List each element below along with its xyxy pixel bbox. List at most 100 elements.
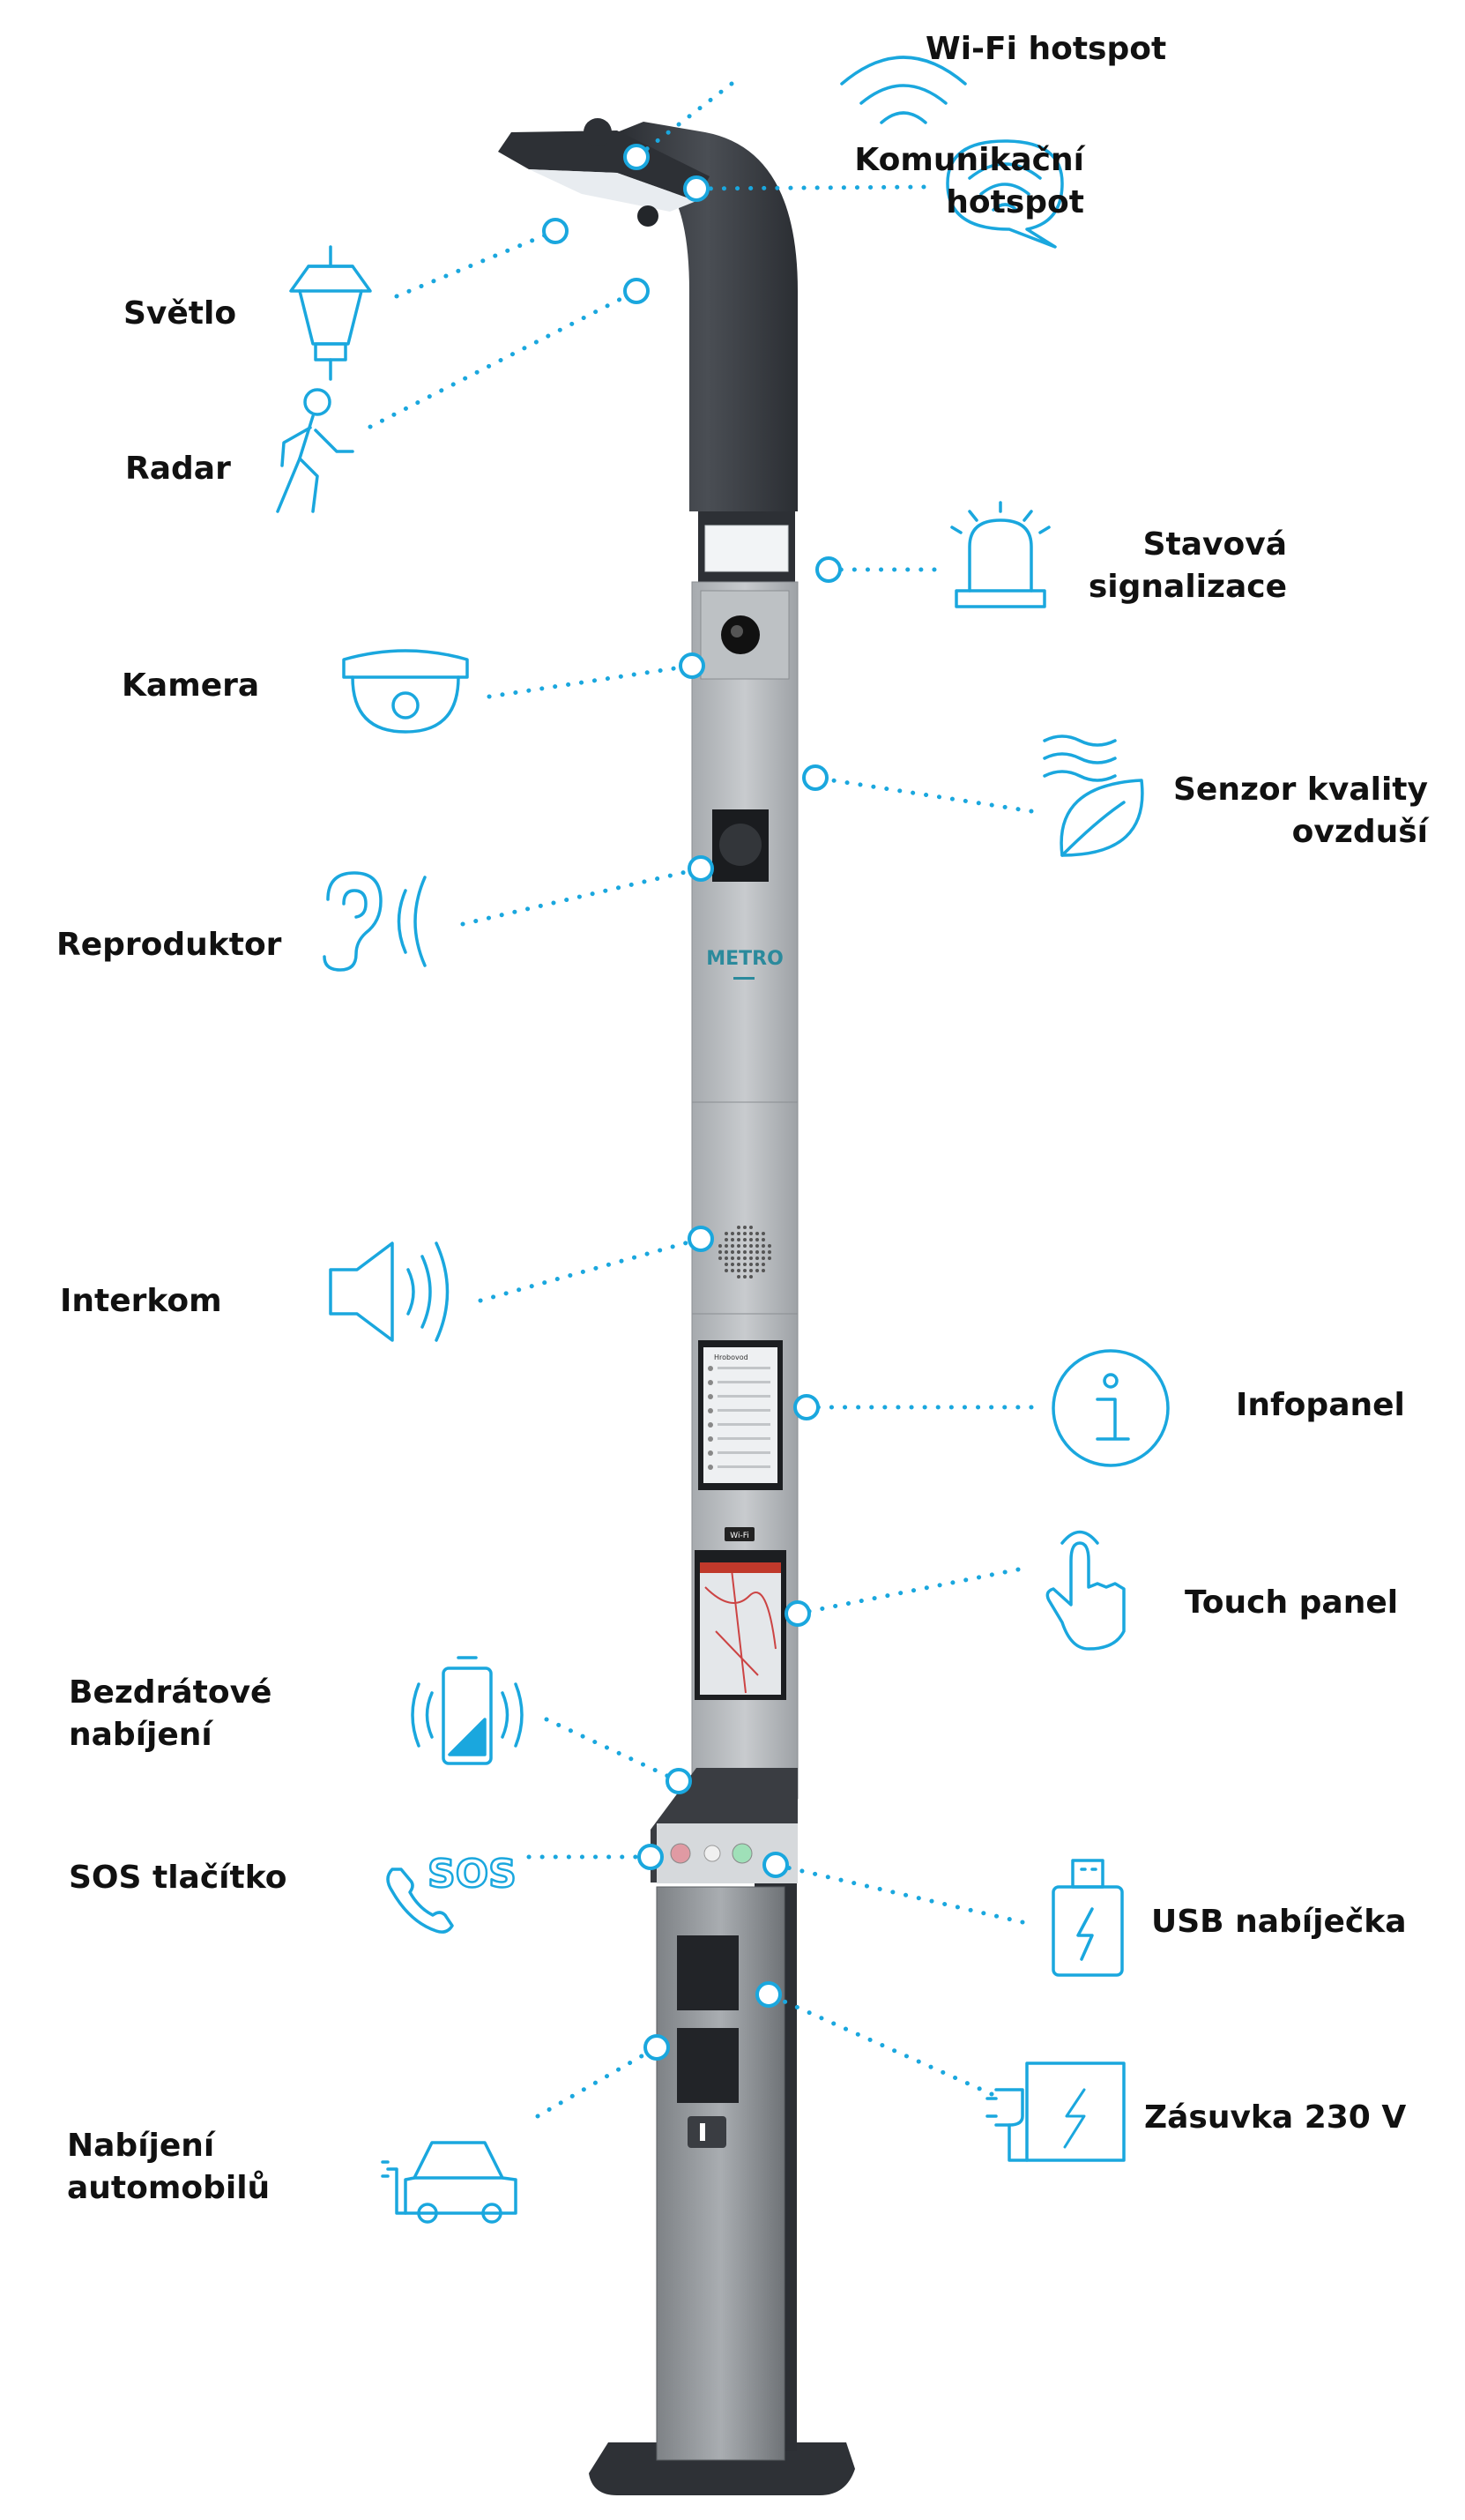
leader-line xyxy=(487,663,695,699)
grille-hole xyxy=(743,1250,747,1254)
grille-hole xyxy=(749,1263,753,1266)
infopanel-row-dot xyxy=(708,1465,713,1470)
leader-anchor xyxy=(643,2034,670,2061)
leader-anchor xyxy=(542,218,569,244)
grille-hole xyxy=(737,1250,740,1254)
grille-hole xyxy=(749,1275,753,1279)
grille-hole xyxy=(768,1250,771,1254)
speaker-cone xyxy=(719,824,762,866)
label-wifi: Wi-Fi hotspot xyxy=(926,31,1167,67)
grille-hole xyxy=(737,1238,740,1241)
brand-e-logo xyxy=(688,2116,726,2148)
svg-text:SOS: SOS xyxy=(428,1852,517,1897)
infopanel-row-line xyxy=(718,1395,770,1398)
ev-car-icon xyxy=(381,2141,517,2224)
grille-hole xyxy=(737,1269,740,1272)
grille-hole xyxy=(762,1256,765,1260)
beacon-light-icon xyxy=(950,501,1051,608)
grille-hole xyxy=(731,1250,734,1254)
usb-button xyxy=(732,1843,753,1864)
label-info: Infopanel xyxy=(1236,1387,1405,1423)
status-light-lens xyxy=(704,525,789,572)
leader-anchor xyxy=(802,764,829,791)
grille-hole xyxy=(749,1250,753,1254)
grille-hole xyxy=(768,1256,771,1260)
grille-hole xyxy=(743,1263,747,1266)
grille-hole xyxy=(755,1263,759,1266)
leader-line xyxy=(813,775,1034,814)
grille-hole xyxy=(731,1244,734,1248)
leader-line xyxy=(394,228,558,299)
grille-hole xyxy=(755,1269,759,1272)
leader-anchor xyxy=(683,175,710,202)
grille-hole xyxy=(743,1232,747,1235)
leader-anchor xyxy=(688,855,714,882)
grille-hole xyxy=(725,1263,728,1266)
grille-hole xyxy=(749,1269,753,1272)
pole-arm xyxy=(617,122,798,511)
metro-logo: METRO xyxy=(706,948,784,970)
sos-button xyxy=(670,1843,691,1864)
leader-anchor xyxy=(785,1600,811,1627)
touch-panel-screen xyxy=(700,1562,781,1695)
leader-line xyxy=(773,1862,1025,1925)
grille-hole xyxy=(725,1256,728,1260)
grille-hole xyxy=(749,1244,753,1248)
infopanel-row-line xyxy=(718,1423,770,1426)
grille-hole xyxy=(743,1238,747,1241)
console-button xyxy=(703,1845,721,1862)
grille-hole xyxy=(725,1232,728,1235)
lamp-led-panel xyxy=(529,169,696,212)
label-radar: Radar xyxy=(125,451,231,487)
grille-hole xyxy=(749,1238,753,1241)
label-usb: USB nabíječka xyxy=(1151,1904,1407,1940)
leader-line xyxy=(694,184,926,191)
grille-hole xyxy=(743,1269,747,1272)
walking-person-icon xyxy=(276,388,354,513)
infopanel-rows xyxy=(708,1366,770,1470)
wifi-badge-text: Wi-Fi xyxy=(730,1532,748,1540)
label-speaker: Reproduktor xyxy=(56,927,282,963)
metro-logo-bar xyxy=(733,977,755,980)
infopanel-row-dot xyxy=(708,1450,713,1456)
grille-hole xyxy=(743,1244,747,1248)
pole-base-plate xyxy=(589,2442,855,2495)
chat-bubble-icon xyxy=(946,139,1064,249)
grille-hole xyxy=(762,1232,765,1235)
infopanel-row-dot xyxy=(708,1422,713,1428)
usb-icon xyxy=(1052,1859,1124,1977)
grille-hole xyxy=(749,1232,753,1235)
leader-anchor xyxy=(637,1844,664,1870)
infopanel-row-line xyxy=(718,1437,770,1440)
lamp-sensor xyxy=(584,118,612,146)
leader-anchor xyxy=(666,1768,692,1794)
grille-hole xyxy=(755,1232,759,1235)
infopanel-row-line xyxy=(718,1367,770,1369)
grille-hole xyxy=(762,1269,765,1272)
wireless-battery-icon xyxy=(411,1656,524,1765)
grille-hole xyxy=(749,1226,753,1229)
ear-icon xyxy=(323,871,427,972)
lamp-camera-dot xyxy=(637,205,658,227)
grille-hole xyxy=(737,1256,740,1260)
leader-line xyxy=(478,1236,703,1303)
grille-hole xyxy=(762,1244,765,1248)
dome-camera-icon xyxy=(342,649,469,734)
label-light: Světlo xyxy=(123,295,237,332)
speaker-icon xyxy=(329,1241,450,1342)
intercom-grille xyxy=(718,1226,771,1279)
infopanel-row-dot xyxy=(708,1394,713,1399)
grille-hole xyxy=(737,1275,740,1279)
leader-line xyxy=(368,288,639,429)
grille-hole xyxy=(725,1244,728,1248)
grille-hole xyxy=(731,1263,734,1266)
info-icon xyxy=(1052,1349,1170,1467)
grille-hole xyxy=(743,1275,747,1279)
infopanel-row-line xyxy=(718,1381,770,1383)
brand-e-mark xyxy=(700,2123,705,2141)
infopanel-row-dot xyxy=(708,1408,713,1413)
